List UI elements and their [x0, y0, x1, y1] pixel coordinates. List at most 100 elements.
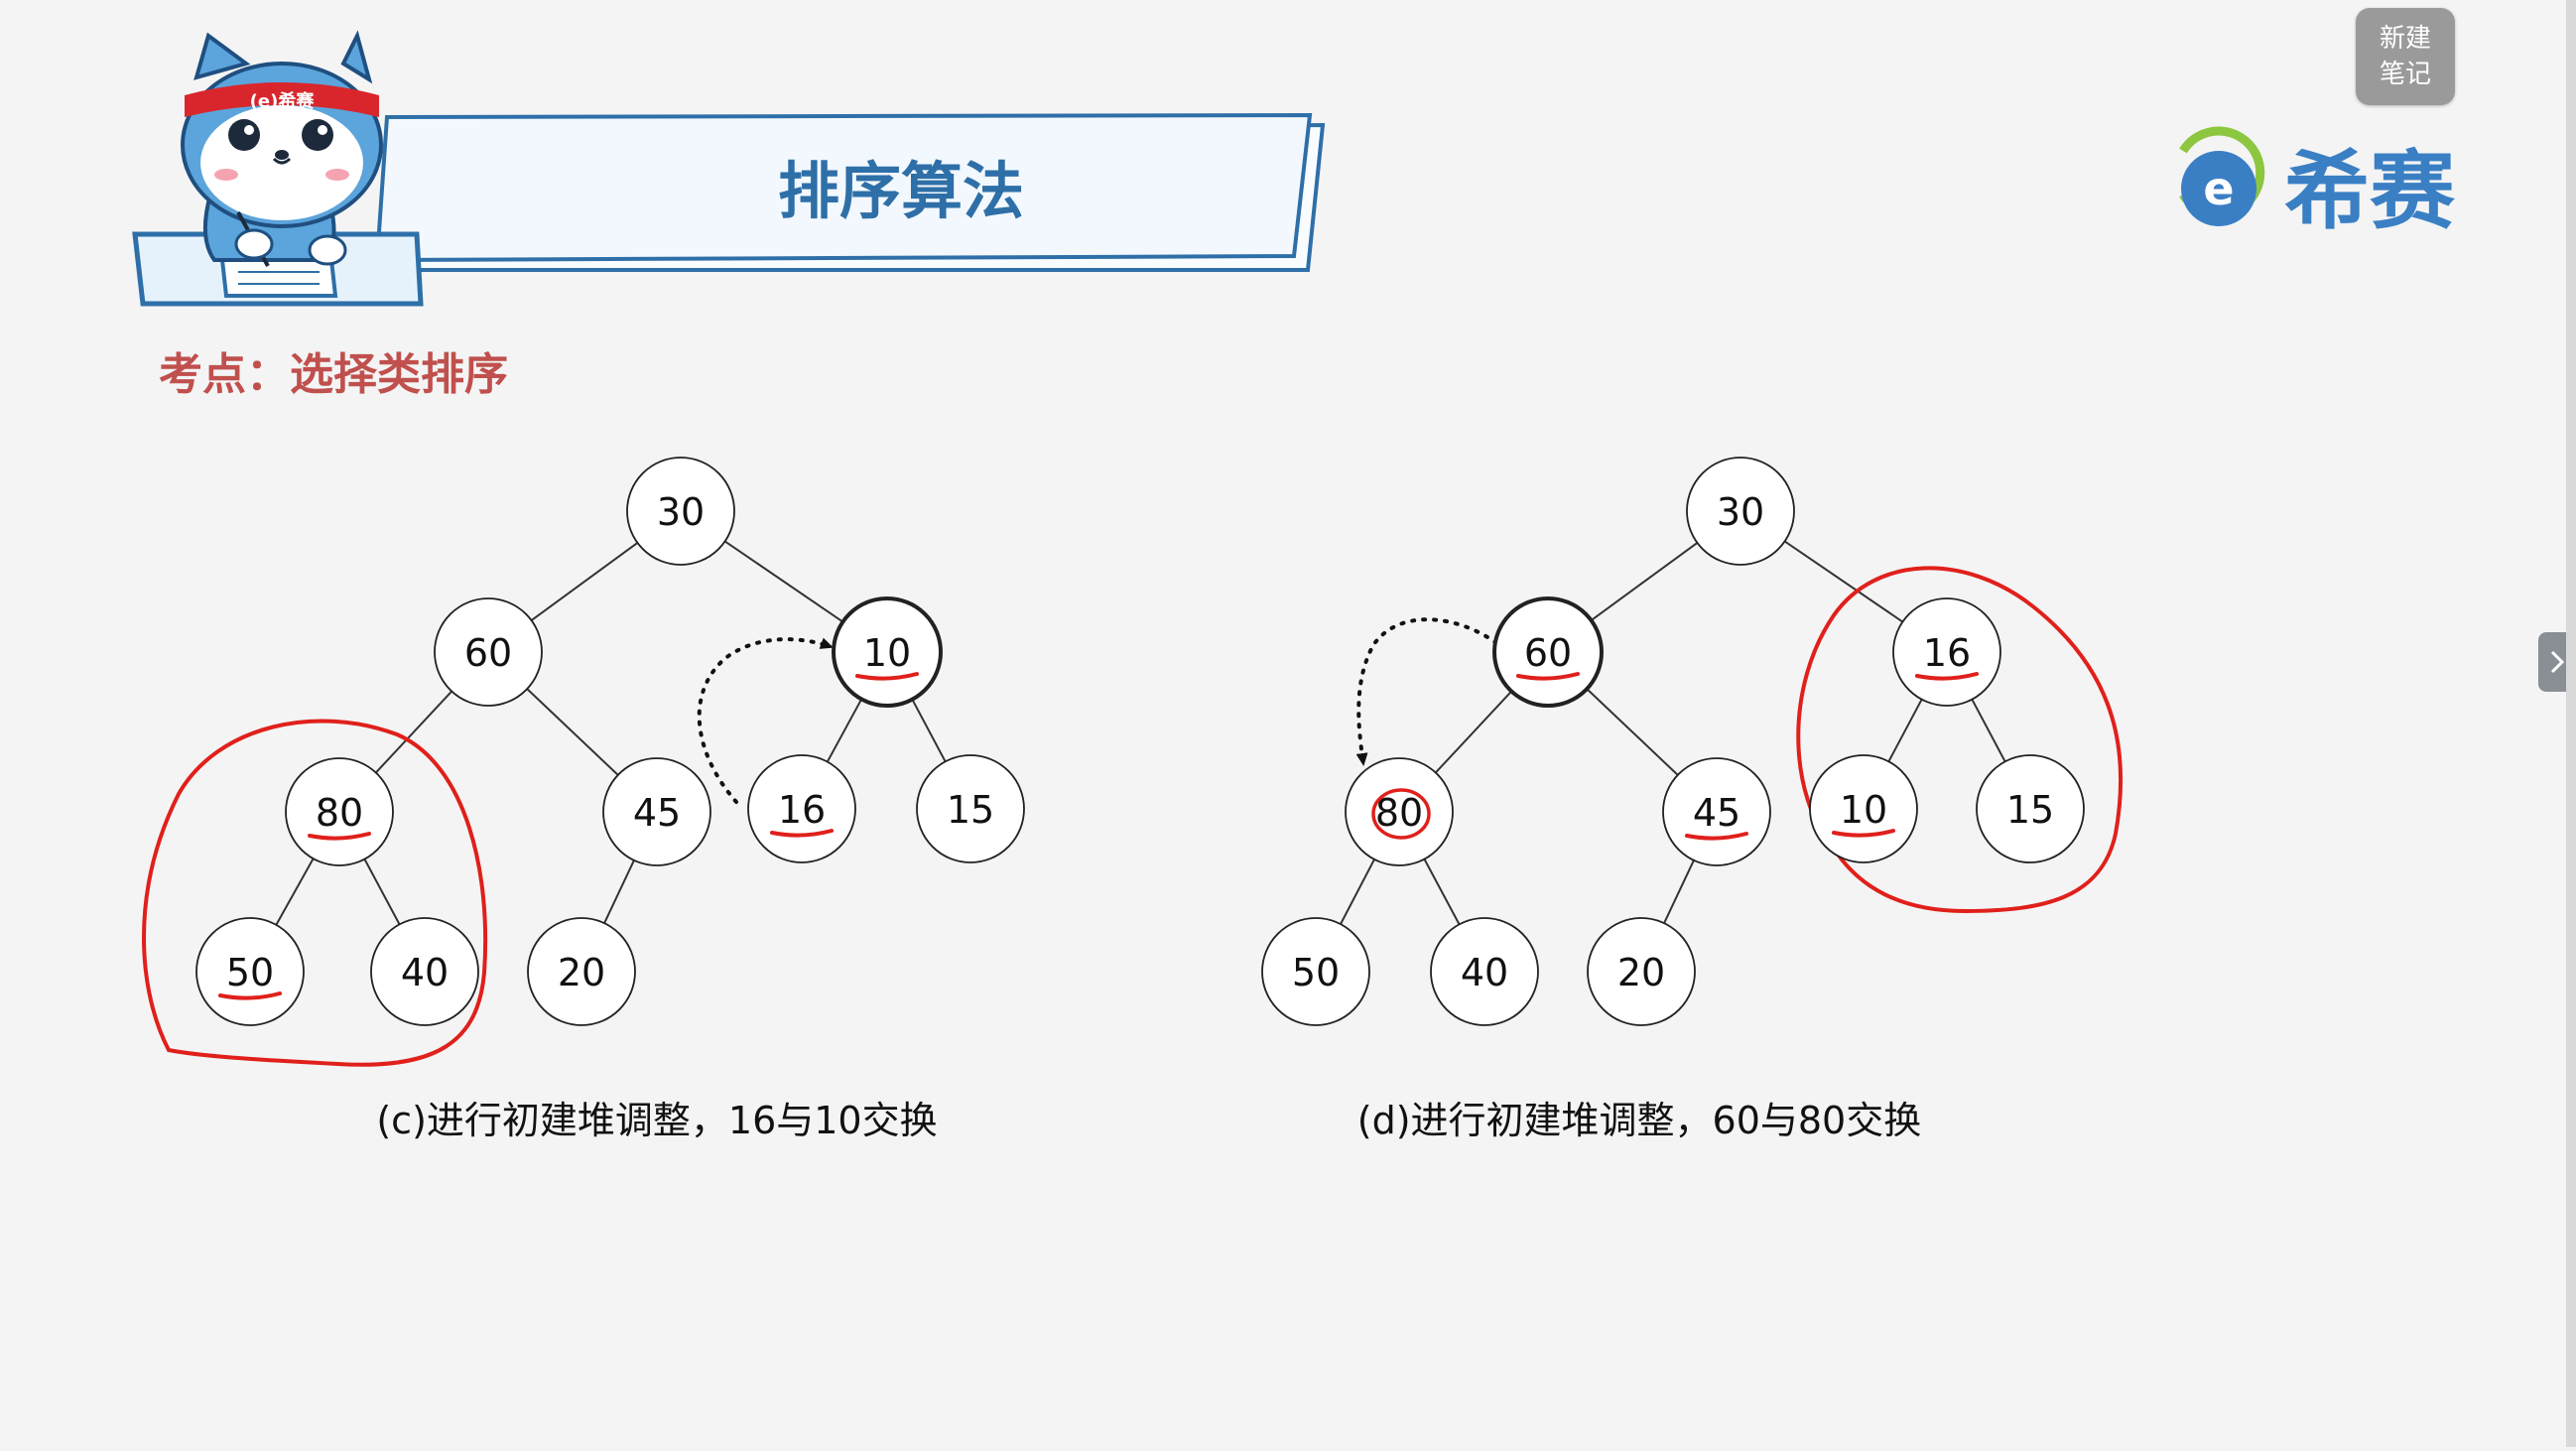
red-underline-annotation — [855, 672, 919, 681]
node-value: 40 — [401, 951, 449, 994]
node-value: 16 — [1923, 631, 1971, 675]
heap-diagram-c: 30 60 10 80 45 16 15 50 40 20 (c)进行初建堆调整，16与10交换 — [142, 457, 1025, 1142]
node-value: 80 — [1375, 791, 1423, 835]
mascot-badge: (e)希赛 — [250, 90, 316, 112]
tree-edge — [603, 859, 635, 924]
tree-node: 16 — [747, 754, 856, 863]
tree-node: 45 — [602, 757, 711, 866]
new-note-label-line2: 笔记 — [2379, 60, 2431, 89]
node-circle — [1976, 754, 2085, 863]
red-circle-annotation — [1371, 788, 1431, 840]
tree-node: 30 — [1686, 457, 1795, 566]
tree-node: 20 — [527, 917, 636, 1026]
tree-node: 40 — [1430, 917, 1539, 1026]
red-underline-annotation — [1685, 832, 1748, 841]
red-loop-annotation — [1796, 566, 2124, 914]
tree-edge — [724, 540, 843, 623]
diagram-caption-d: (d)进行初建堆调整，60与80交换 — [1357, 1099, 1921, 1142]
tree-edge — [275, 857, 315, 926]
tree-edge — [826, 698, 863, 763]
node-circle — [1430, 917, 1539, 1026]
swap-arrow — [697, 637, 834, 804]
node-circle — [1662, 757, 1771, 866]
tree-edge — [1971, 699, 2006, 762]
node-circle — [747, 754, 856, 863]
node-value: 50 — [1292, 951, 1340, 994]
title-banner: 排序算法 — [374, 112, 1326, 272]
tree-edge — [1590, 542, 1699, 621]
node-circle — [832, 596, 943, 708]
chevron-right-icon — [2550, 650, 2565, 674]
tree-node: 15 — [1976, 754, 2085, 863]
node-value: 10 — [1840, 788, 1887, 832]
section-subtitle: 考点：选择类排序 — [159, 349, 508, 400]
tree-edge — [1340, 858, 1375, 925]
node-value: 15 — [947, 788, 994, 832]
tree-edge — [1586, 688, 1679, 776]
tree-edge — [375, 690, 452, 774]
tree-node: 50 — [195, 917, 305, 1026]
tree-node: 40 — [370, 917, 479, 1026]
node-circle — [1892, 597, 2001, 707]
node-circle — [1492, 596, 1604, 708]
tree-edge — [1887, 699, 1923, 762]
new-note-label-line1: 新建 — [2379, 24, 2431, 54]
node-value: 45 — [633, 791, 681, 835]
node-value: 15 — [2006, 788, 2054, 832]
node-circle — [1261, 917, 1370, 1026]
node-value: 10 — [863, 631, 911, 675]
node-circle — [1345, 757, 1454, 866]
node-value: 60 — [464, 631, 512, 675]
tree-edge — [1663, 859, 1695, 924]
tree-edge — [363, 858, 401, 925]
node-value: 60 — [1524, 631, 1572, 675]
tree-node: 20 — [1587, 917, 1696, 1026]
node-circle — [527, 917, 636, 1026]
red-underline-annotation — [770, 829, 834, 838]
heap-diagram-d: 30 60 16 80 45 10 15 50 40 20 (d)进行初建堆调整，60与80交换 — [1261, 457, 2124, 1142]
red-underline-annotation — [218, 991, 282, 1000]
node-value: 40 — [1461, 951, 1508, 994]
node-value: 80 — [316, 791, 363, 835]
tree-edge — [526, 688, 619, 776]
red-underline-annotation — [1832, 829, 1895, 838]
logo-text: 希赛 — [2284, 142, 2456, 241]
tree-edge — [1435, 690, 1512, 774]
node-circle — [602, 757, 711, 866]
tree-edge — [530, 542, 639, 621]
red-underline-annotation — [308, 832, 371, 841]
node-circle — [195, 917, 305, 1026]
node-value: 16 — [778, 788, 826, 832]
tree-node: 80 — [1345, 757, 1454, 866]
logo-mark: e — [2203, 162, 2234, 215]
node-circle — [916, 754, 1025, 863]
tree-node: 45 — [1662, 757, 1771, 866]
tree-node: 10 — [1809, 754, 1918, 863]
node-value: 30 — [1717, 490, 1764, 534]
node-value: 20 — [558, 951, 605, 994]
node-circle — [626, 457, 735, 566]
tree-edge — [1784, 540, 1903, 623]
tree-node: 10 — [832, 596, 943, 708]
node-value: 50 — [226, 951, 274, 994]
node-circle — [285, 757, 394, 866]
red-loop-annotation — [142, 719, 488, 1067]
tree-node: 50 — [1261, 917, 1370, 1026]
red-underline-annotation — [1516, 672, 1580, 681]
node-value: 20 — [1617, 951, 1665, 994]
tree-node: 15 — [916, 754, 1025, 863]
node-value: 45 — [1693, 791, 1740, 835]
swap-arrow — [1355, 617, 1498, 766]
diagram-caption-c: (c)进行初建堆调整，16与10交换 — [376, 1099, 937, 1142]
node-circle — [1809, 754, 1918, 863]
tree-node: 60 — [1492, 596, 1604, 708]
brand-logo: e 希赛 — [2179, 126, 2456, 241]
tree-node: 30 — [626, 457, 735, 566]
new-note-button[interactable]: 新建 笔记 — [2356, 8, 2455, 105]
tree-node: 60 — [434, 597, 543, 707]
node-circle — [370, 917, 479, 1026]
right-edge-strip — [2566, 0, 2576, 1447]
node-circle — [434, 597, 543, 707]
mascot-cat: (e)希赛 — [132, 30, 424, 307]
